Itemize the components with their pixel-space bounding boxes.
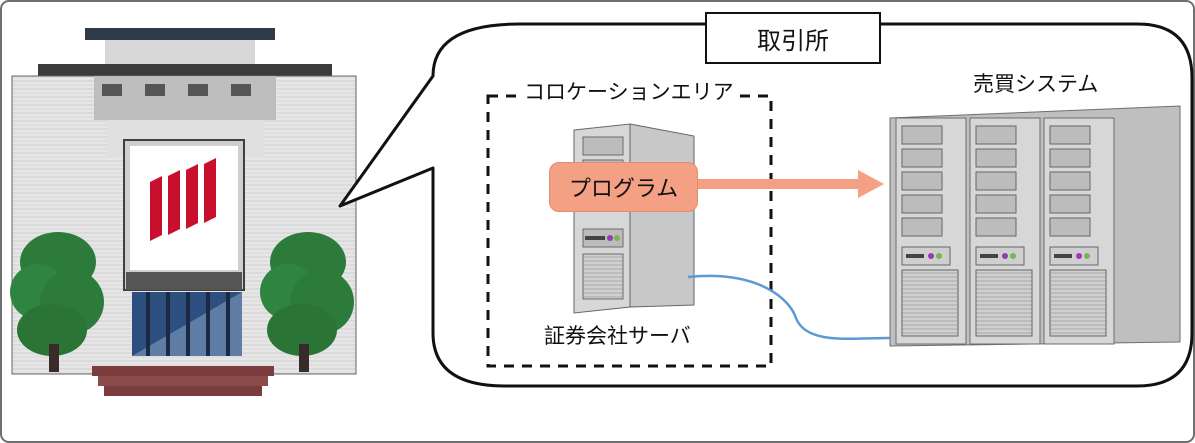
exchange-building-illustration bbox=[10, 28, 357, 396]
building-cornice bbox=[94, 76, 276, 120]
building-window bbox=[231, 84, 251, 96]
colocation-area-box bbox=[486, 94, 773, 368]
exchange-title-box: 取引所 bbox=[705, 12, 881, 64]
trading-server-rack-2 bbox=[969, 117, 1041, 345]
trading-system-label: 売買システム bbox=[973, 72, 1099, 96]
building-window bbox=[145, 84, 165, 96]
broker-server-label: 証券会社サーバ bbox=[544, 324, 691, 348]
network-cable-line bbox=[687, 274, 891, 341]
building-roof-top bbox=[85, 28, 275, 40]
building-step bbox=[104, 386, 262, 396]
building-step bbox=[92, 366, 274, 376]
building-window bbox=[102, 84, 122, 96]
building-window bbox=[188, 84, 208, 96]
building-sign bbox=[130, 146, 238, 270]
building-step bbox=[98, 376, 268, 386]
exchange-label: 取引所 bbox=[757, 26, 829, 55]
building-eave bbox=[38, 64, 332, 76]
program-arrow bbox=[698, 170, 884, 198]
colocation-area-label: コロケーションエリア bbox=[518, 82, 740, 103]
trading-system-illustration bbox=[889, 105, 1181, 347]
program-label: プログラム bbox=[568, 177, 679, 202]
trading-server-rack-3 bbox=[1043, 117, 1115, 345]
trading-server-rack-1 bbox=[895, 117, 967, 345]
right-tree-illustration bbox=[260, 232, 354, 372]
broker-server-illustration bbox=[573, 123, 695, 314]
building-doorframe bbox=[126, 272, 242, 290]
logo-mark bbox=[150, 158, 216, 241]
left-tree-illustration bbox=[10, 232, 104, 372]
program-box: プログラム bbox=[549, 162, 698, 212]
